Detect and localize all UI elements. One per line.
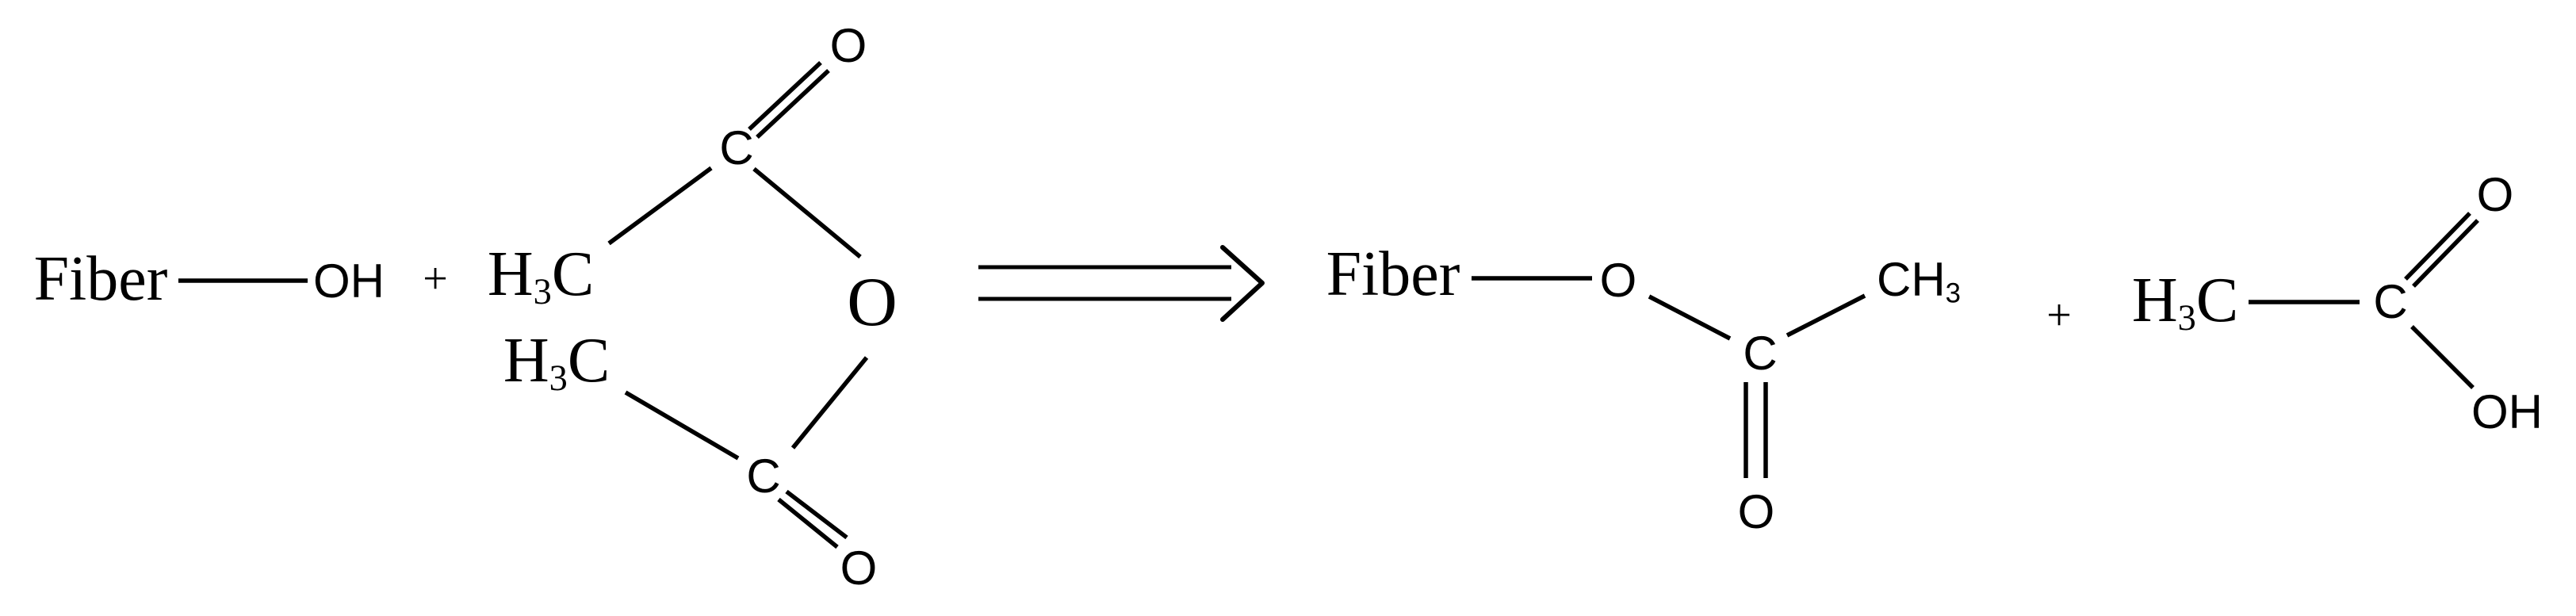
double-bond-co-top-2 — [756, 68, 830, 140]
anhydride-methyl-bottom-label: H3C — [503, 329, 610, 397]
hydroxyl-label-reactant: OH — [313, 254, 385, 308]
acid-carbonyl-oxygen: O — [2476, 168, 2514, 221]
double-bond-acidco-2 — [2412, 219, 2479, 288]
atom-h: H — [2131, 266, 2178, 335]
subscript-3: 3 — [533, 272, 552, 313]
anhydride-carbonyl-oxygen-bottom: O — [840, 541, 878, 595]
anhydride-carbonyl-carbon-bottom: C — [746, 450, 781, 503]
acid-carbonyl-carbon: C — [2373, 275, 2408, 328]
subscript-3: 3 — [1945, 277, 1962, 309]
double-bond-co-bot-2 — [785, 489, 848, 540]
anhydride-bridge-oxygen: O — [847, 264, 898, 341]
ester-carbonyl-carbon: C — [1743, 327, 1778, 380]
ester-methyl-label: CH3 — [1876, 253, 1961, 308]
ester-link-oxygen: O — [1599, 254, 1637, 307]
bond-carbontop-bridgeo — [752, 166, 862, 259]
arrow-head — [1220, 245, 1265, 322]
anhydride-carbonyl-carbon-top: C — [719, 121, 754, 174]
reaction-arrow — [978, 245, 1265, 322]
subscript-3: 3 — [2177, 298, 2196, 339]
plus-sign-reactants: + — [423, 254, 448, 304]
atom-c: C — [551, 239, 595, 309]
bond-methylbot-carbon — [624, 390, 740, 461]
anhydride-carbonyl-oxygen-top: O — [829, 19, 867, 72]
double-bond-co-top-1 — [748, 60, 822, 132]
ester-carbonyl-oxygen: O — [1737, 485, 1775, 538]
plus-sign-products: + — [2046, 291, 2072, 340]
atom-c: C — [567, 326, 611, 396]
bond-esterc-ch3 — [1786, 293, 1866, 338]
bond-o-esterc — [1648, 294, 1732, 341]
atom-c: C — [2195, 266, 2239, 335]
subscript-3: 3 — [549, 358, 568, 400]
atom-h: H — [503, 326, 549, 396]
atom-h: H — [1911, 253, 1946, 306]
bond-carbonbot-bridgeo — [790, 356, 869, 450]
bond-methyltop-carbon — [607, 166, 713, 246]
atom-c: C — [1876, 253, 1912, 306]
bond-acidc-oh — [2410, 325, 2475, 389]
fiber-label-product: Fiber — [1326, 239, 1460, 309]
anhydride-methyl-top-label: H3C — [488, 243, 594, 311]
atom-h: H — [487, 239, 534, 309]
double-bond-acidco-1 — [2404, 212, 2471, 281]
double-bond-co-bot-1 — [777, 497, 839, 549]
acid-methyl-label: H3C — [2131, 266, 2239, 337]
acid-hydroxyl-label: OH — [2471, 385, 2543, 438]
fiber-label-reactant: Fiber — [33, 244, 168, 314]
